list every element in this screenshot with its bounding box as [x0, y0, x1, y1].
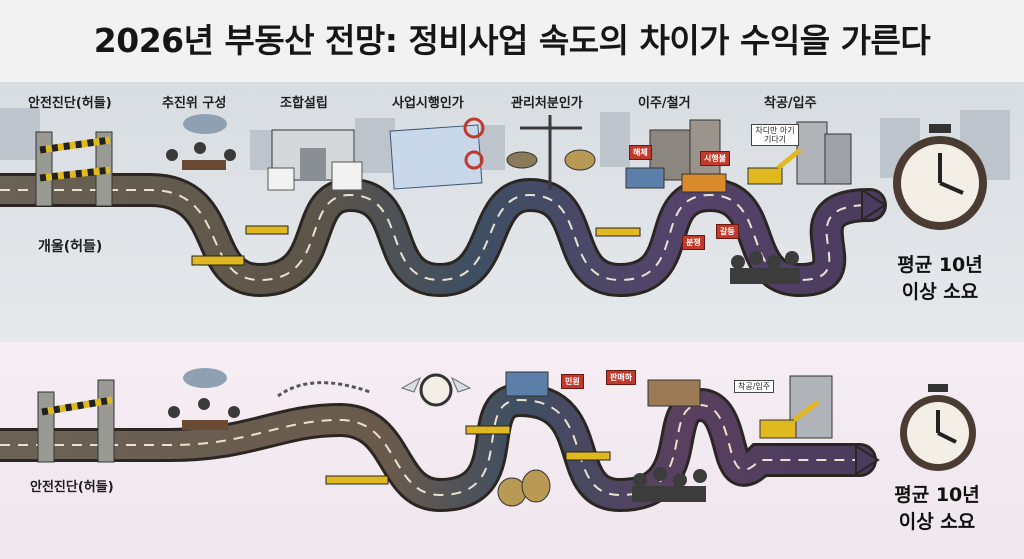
bottom-barriers [325, 425, 611, 485]
top-protest-crowd [730, 251, 800, 284]
top-tag-1: 해체 [629, 145, 652, 160]
bottom-construction [759, 375, 833, 439]
bottom-road [0, 382, 880, 513]
top-gate [35, 131, 113, 207]
stage-label-project-approval: 사업시행인가 [392, 96, 464, 111]
top-duration-line1: 평균 10년 [897, 254, 983, 276]
top-tag-4: 갈등 [716, 224, 739, 239]
stage-label-relocation: 이주/철거 [638, 96, 691, 111]
top-tag-2: 시행불 [700, 151, 731, 166]
stage-label-management-approval: 관리처분인가 [511, 96, 583, 111]
top-blueprint [389, 117, 485, 190]
stream-hurdle-label: 개울(허들) [38, 239, 103, 255]
top-barriers [191, 225, 641, 266]
stage-label-construction: 착공/입주 [764, 96, 817, 111]
bottom-duration: 평균 10년 이상 소요 [880, 482, 994, 536]
page-title: 2026년 부동산 전망: 정비사업 속도의 차이가 수익을 가른다 [93, 21, 931, 60]
top-skyline [0, 108, 1010, 180]
bottom-sign: 착공/입주 [734, 380, 775, 393]
bottom-clock [900, 384, 976, 471]
bottom-tag-2: 민원 [561, 374, 584, 389]
bottom-gate [37, 379, 115, 463]
bottom-trucks [505, 371, 701, 407]
top-union-building [267, 129, 363, 191]
top-scale [506, 115, 596, 190]
top-tag-3: 분쟁 [682, 235, 705, 250]
top-duration: 평균 10년 이상 소요 [888, 252, 992, 306]
top-meeting [166, 114, 236, 170]
top-clock [893, 124, 987, 230]
bottom-duration-line2: 이상 소요 [898, 511, 976, 533]
bottom-meeting [168, 368, 240, 430]
bottom-winged-clock [400, 373, 472, 407]
top-sign: 차디만 아기 기다기 [751, 124, 799, 146]
bottom-barbed-wire [277, 381, 371, 398]
bottom-protest-crowd [632, 467, 707, 502]
stage-label-safety-inspection: 안전진단(허들) [28, 96, 112, 111]
bottom-stage-label-safety-inspection: 안전진단(허들) [30, 480, 114, 495]
stage-label-union: 조합설립 [280, 96, 328, 111]
bottom-duration-line1: 평균 10년 [894, 484, 980, 506]
top-construction [747, 121, 852, 185]
stage-label-committee: 추진위 구성 [162, 96, 227, 111]
bottom-money-bags [497, 469, 551, 507]
top-road [0, 173, 887, 298]
bottom-tag-1: 판매하 [606, 370, 637, 385]
top-duration-line2: 이상 소요 [901, 281, 979, 303]
top-demolition [625, 119, 727, 193]
title-band [0, 0, 1024, 82]
